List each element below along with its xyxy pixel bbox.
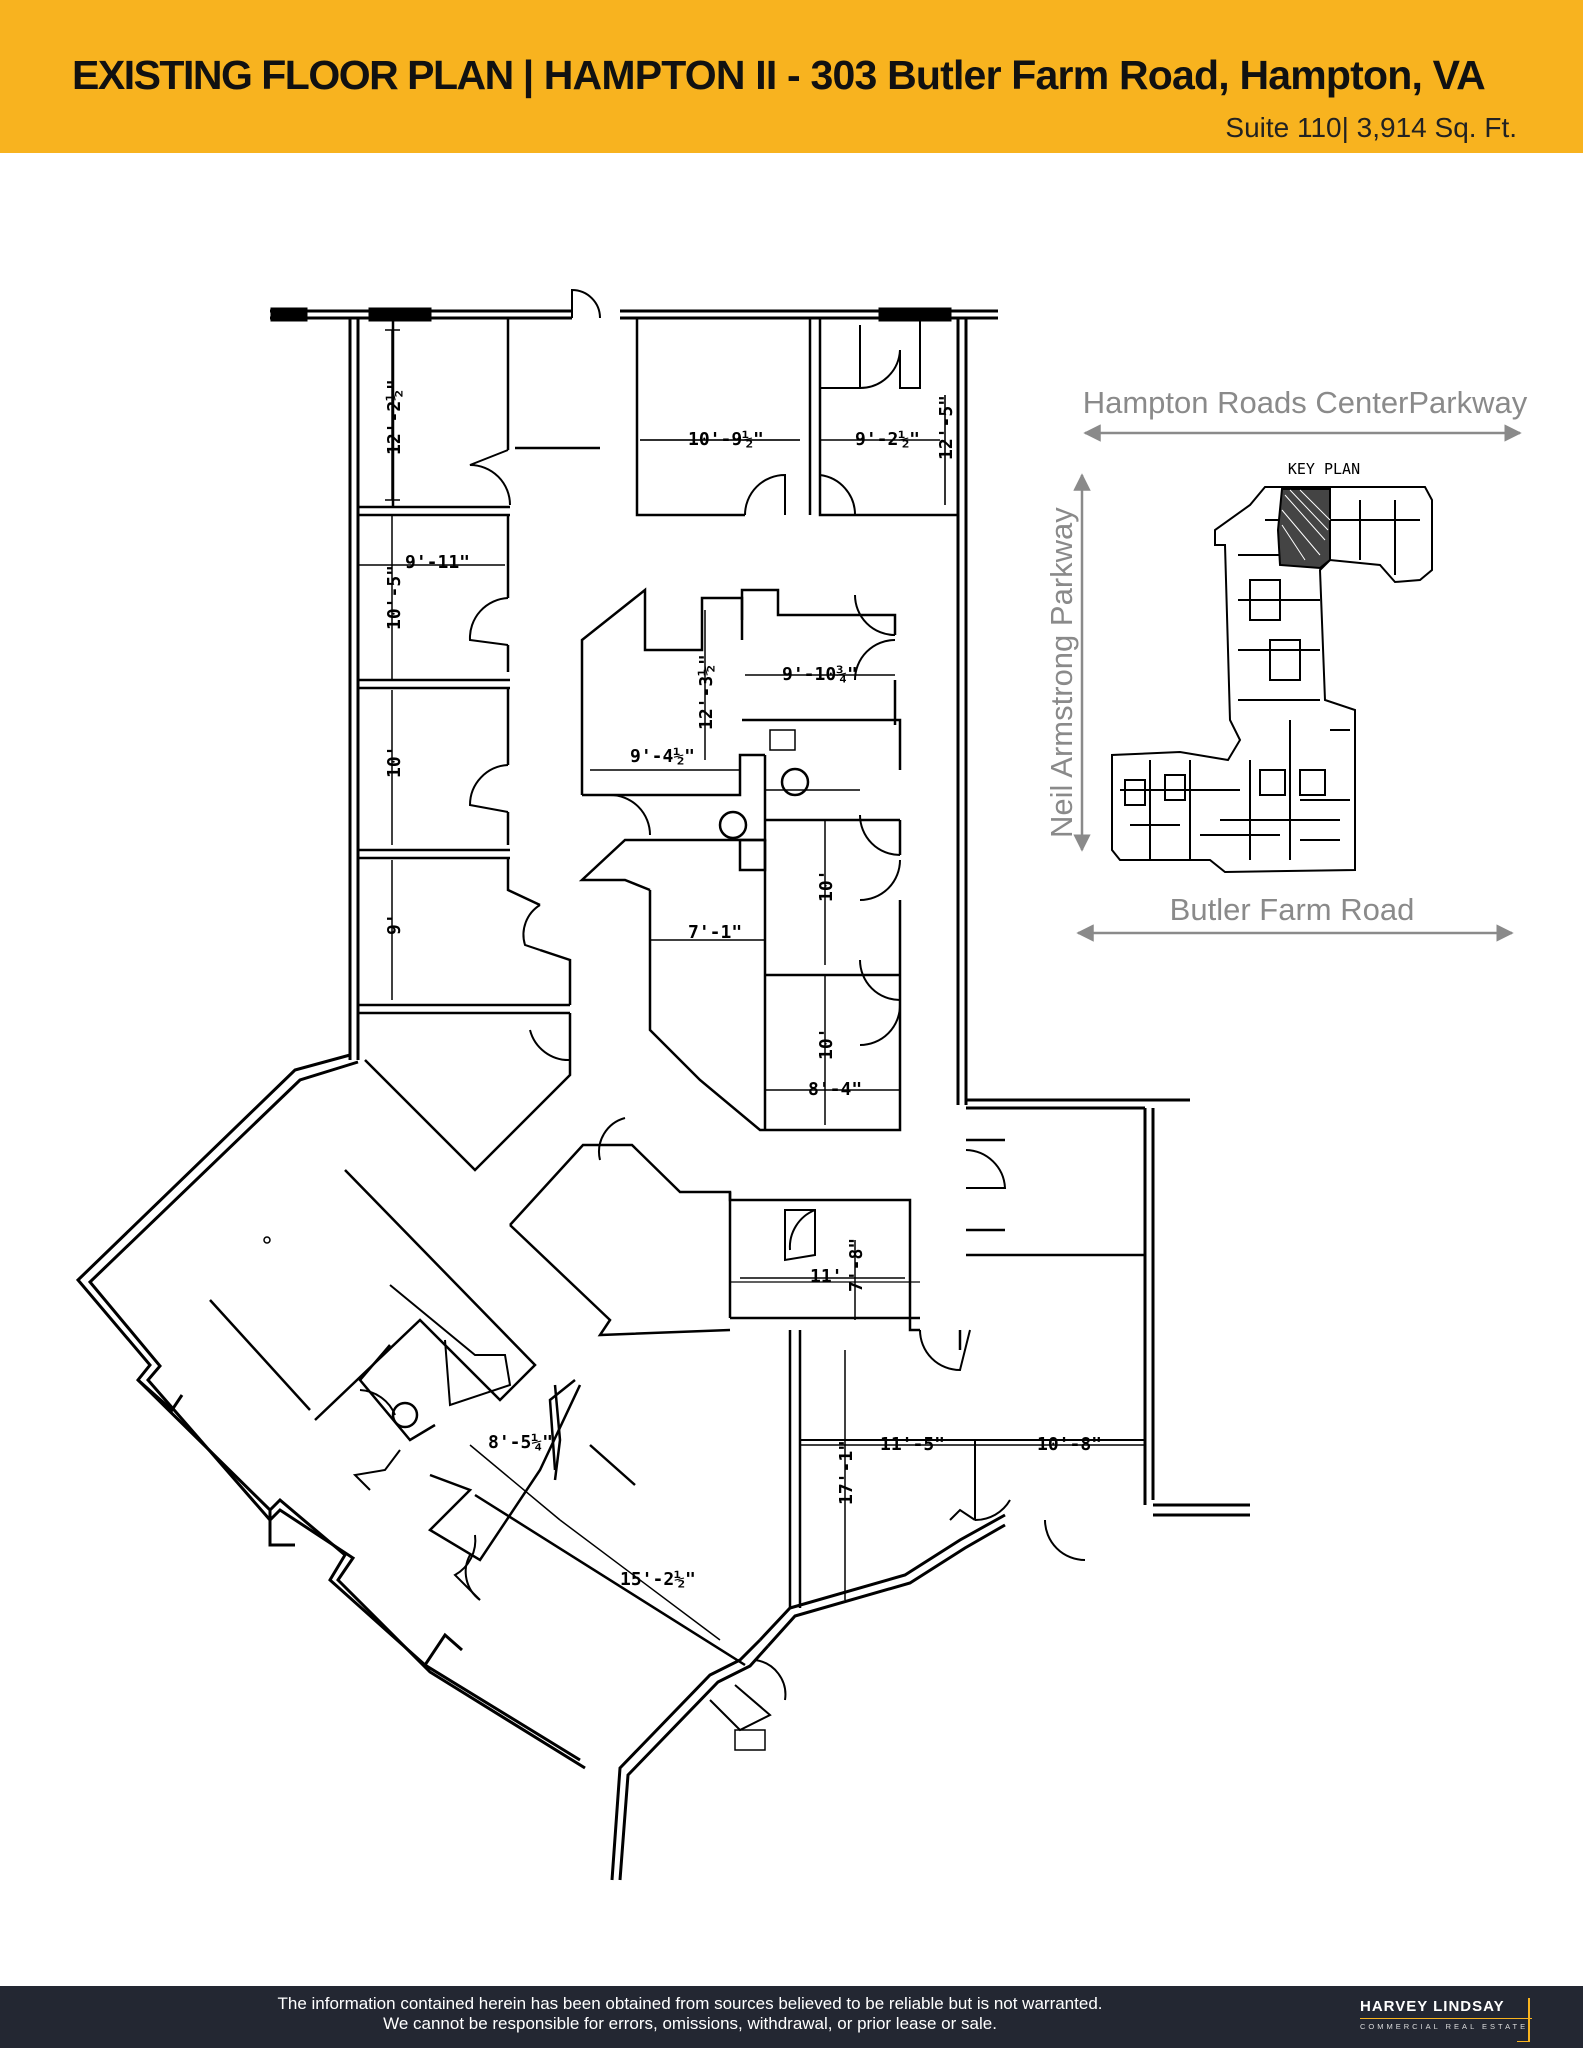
dim-label: 12'-2½" [384, 379, 405, 455]
dim-label: 15'-2½" [620, 1569, 696, 1590]
dim-label: 9'-2½" [855, 429, 920, 450]
key-plan-label: KEY PLAN [1288, 460, 1360, 478]
dim-label: 7'-8" [846, 1238, 867, 1292]
dim-label: 12'-5" [936, 395, 957, 460]
dim-label: 11' [810, 1266, 843, 1287]
key-plan-highlight [1276, 488, 1331, 570]
key-plan: Hampton Roads CenterParkway Neil Armstro… [1044, 385, 1528, 942]
brand-mark-icon [1517, 1998, 1530, 2042]
key-plan-building [1111, 486, 1433, 874]
dim-label: 17'-1" [836, 1440, 857, 1505]
dim-label: 10'-9½" [688, 429, 764, 450]
disclaimer-line-2: We cannot be responsible for errors, omi… [383, 2014, 997, 2033]
road-label-north: Hampton Roads CenterParkway [1083, 385, 1528, 420]
road-label-west: Neil Armstrong Parkway [1044, 507, 1079, 838]
title-main: EXISTING FLOOR PLAN [72, 52, 514, 98]
dim-label: 10'-5" [384, 565, 405, 630]
dim-label: 8'-5¼" [488, 1432, 553, 1453]
title-separator: | [522, 52, 534, 98]
brand-rule [1360, 2018, 1532, 2019]
dim-label: 10' [816, 869, 837, 902]
dimension-labels: 12'-2½" 9'-11" 10'-5" 10' 9' 10'-9½" 9'-… [384, 379, 1102, 1590]
suite-info: Suite 110| 3,914 Sq. Ft. [1225, 112, 1517, 143]
dim-label: 12'-3½" [696, 654, 717, 730]
disclaimer: The information contained herein has bee… [170, 1994, 1210, 2034]
dim-label: 11'-5" [880, 1434, 945, 1455]
disclaimer-line-1: The information contained herein has bee… [277, 1994, 1103, 2013]
title-address: HAMPTON II - 303 Butler Farm Road, Hampt… [543, 52, 1486, 98]
footer-bar [0, 1986, 1583, 2048]
dim-label: 10'-8" [1037, 1434, 1102, 1455]
dim-label: 9'-4½" [630, 746, 695, 767]
dim-label: 10' [816, 1027, 837, 1060]
header-banner [0, 0, 1583, 153]
dim-label: 9' [384, 913, 405, 935]
exterior-walls [75, 307, 1250, 1881]
page-title: EXISTING FLOOR PLAN|HAMPTON II - 303 But… [72, 52, 1486, 112]
dimension-lines [357, 329, 1145, 1641]
dim-label: 10' [384, 745, 405, 778]
brand-name: HARVEY LINDSAY [1360, 1998, 1505, 2015]
dim-label: 8'-4" [808, 1079, 862, 1100]
dim-label: 9'-11" [405, 552, 470, 573]
road-label-south: Butler Farm Road [1170, 892, 1415, 927]
brand-logo: HARVEY LINDSAY COMMERCIAL REAL ESTATE [1360, 1998, 1532, 2031]
interior-walls [209, 288, 1145, 1751]
floor-plan: 12'-2½" 9'-11" 10'-5" 10' 9' 10'-9½" 9'-… [75, 288, 1528, 1881]
brand-tagline: COMMERCIAL REAL ESTATE [1360, 2022, 1529, 2031]
dim-label: 7'-1" [688, 922, 742, 943]
dim-label: 9'-10¾" [782, 664, 858, 685]
